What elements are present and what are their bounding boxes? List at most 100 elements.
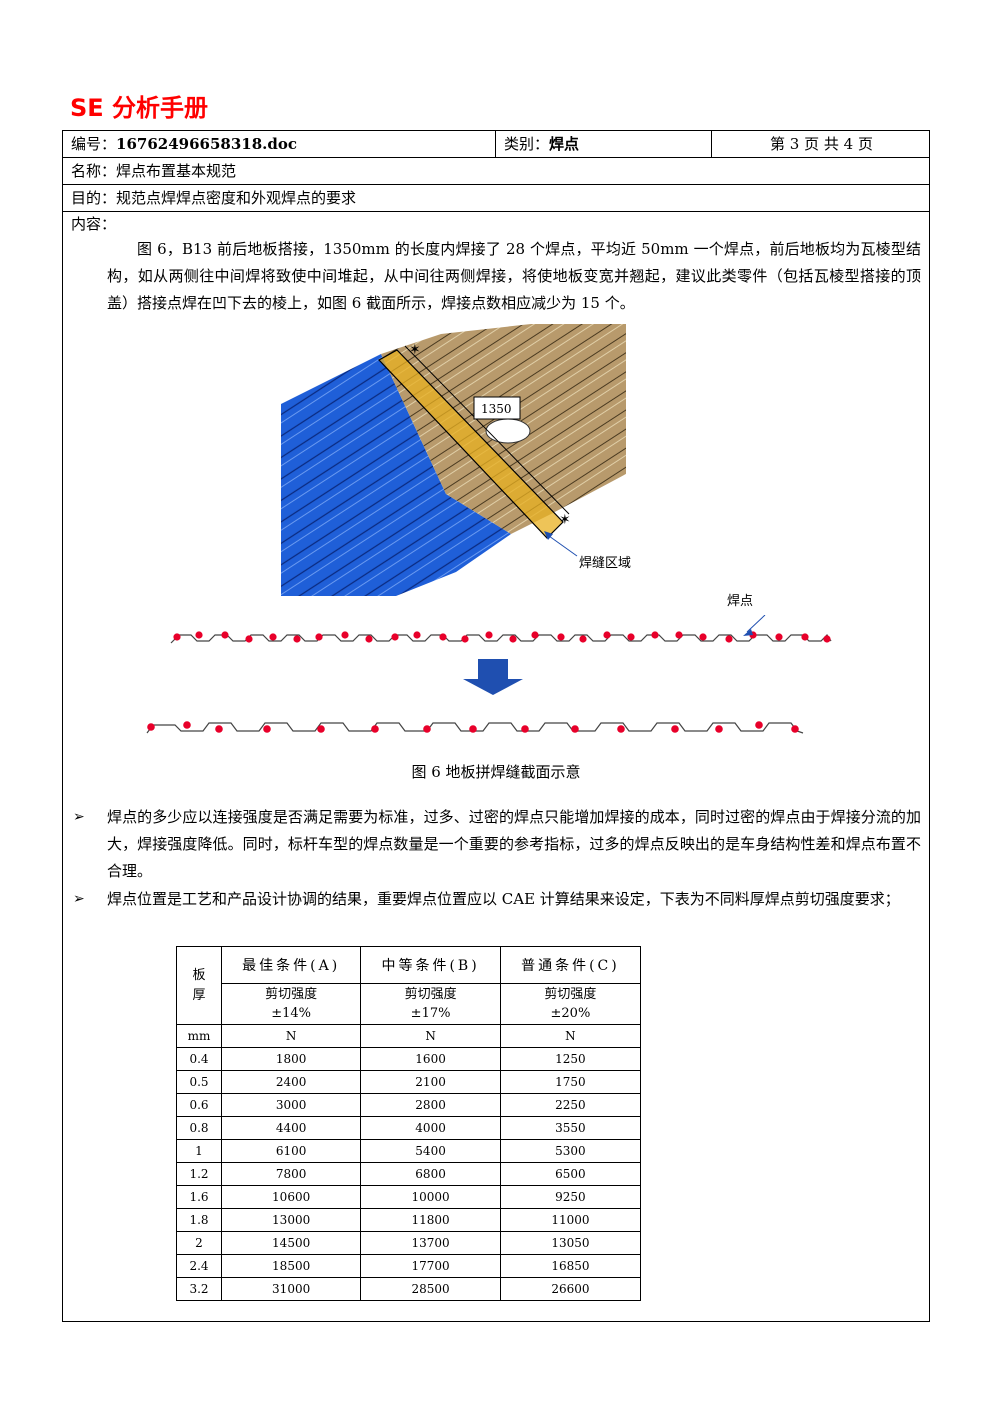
table-cell: 11800 — [360, 1208, 501, 1232]
length-label: 1350 — [481, 402, 512, 416]
table-cell: 0.5 — [176, 1070, 222, 1094]
table-cell: 0.8 — [176, 1116, 222, 1140]
unit-cell: mm — [176, 1024, 222, 1048]
table-cell: 2.4 — [176, 1254, 222, 1278]
table-cell: 13000 — [220, 1208, 362, 1232]
table-cell: 1250 — [499, 1047, 642, 1071]
down-arrow-icon — [463, 659, 523, 695]
code-label: 编号： — [71, 135, 117, 153]
table-cell: 4400 — [220, 1116, 362, 1140]
table-subheader-row: 剪切强度±14% 剪切强度±17% 剪切强度±20% — [177, 983, 642, 1025]
table-cell: 14500 — [220, 1231, 362, 1255]
code-cell: 编号：16762496658318.doc — [63, 131, 496, 157]
content-label: 内容： — [71, 215, 117, 233]
document-frame: 编号：16762496658318.doc 类别：焊点 第 3 页 共 4 页 … — [62, 130, 930, 1322]
table-cell: 5300 — [499, 1139, 642, 1163]
thickness-header: 板厚 — [176, 946, 222, 1025]
reduced-weld-section — [146, 721, 804, 734]
weld-zone-label: 焊缝区域 — [579, 556, 632, 571]
header-row-name: 名称：焊点布置基本规范 — [63, 158, 929, 185]
column-header-b: 中等条件(B) — [360, 946, 501, 984]
unit-cell: N — [499, 1024, 642, 1048]
table-cell: 1750 — [499, 1070, 642, 1094]
name-value: 焊点布置基本规范 — [116, 162, 237, 180]
front-floor-panel — [281, 354, 511, 596]
table-cell: 26600 — [499, 1277, 642, 1301]
table-cell: 5400 — [360, 1139, 501, 1163]
category-label: 类别： — [504, 135, 550, 153]
document-title: SE 分析手册 — [70, 94, 209, 122]
table-cell: 9250 — [499, 1185, 642, 1209]
table-cell: 3.2 — [176, 1277, 222, 1301]
floor-panel-figure: ✶ ✶ 1350 — [281, 324, 626, 596]
column-header-c: 普通条件(C) — [499, 946, 642, 984]
column-sub-c: 剪切强度±20% — [499, 983, 642, 1025]
table-cell: 16850 — [499, 1254, 642, 1278]
table-cell: 1.8 — [176, 1208, 222, 1232]
weld-band — [378, 349, 564, 539]
table-cell: 13050 — [499, 1231, 642, 1255]
table-cell: 0.6 — [176, 1093, 222, 1117]
category-value: 焊点 — [549, 135, 580, 153]
table-cell: 11000 — [499, 1208, 642, 1232]
unit-cell: N — [220, 1024, 362, 1048]
header-row-purpose: 目的：规范点焊焊点密度和外观焊点的要求 — [63, 185, 929, 212]
purpose-value: 规范点焊焊点密度和外观焊点的要求 — [116, 189, 357, 207]
reduced-section-profile — [146, 722, 804, 734]
table-cell: 10600 — [220, 1185, 362, 1209]
table-cell: 1.6 — [176, 1185, 222, 1209]
table-cell: 2400 — [220, 1070, 362, 1094]
category-cell: 类别：焊点 — [496, 131, 712, 157]
bullet-paragraph-1: 焊点的多少应以连接强度是否满足需要为标准，过多、过密的焊点只能增加焊接的成本，同… — [107, 808, 921, 880]
table-header-row: 板厚 最佳条件(A) 中等条件(B) 普通条件(C) — [176, 946, 642, 1025]
table-cell: 4000 — [360, 1116, 501, 1140]
table-cell: 6800 — [360, 1162, 501, 1186]
figure-caption: 图 6 地板拼焊缝截面示意 — [411, 763, 581, 781]
arrow-bullet-icon: ➢ — [73, 809, 85, 825]
table-cell: 1600 — [360, 1047, 501, 1071]
page-info: 第 3 页 共 4 页 — [770, 135, 873, 153]
table-cell: 3550 — [499, 1116, 642, 1140]
table-cell: 7800 — [220, 1162, 362, 1186]
bullet-paragraph-2: 焊点位置是工艺和产品设计协调的结果，重要焊点位置应以 CAE 计算结果来设定，下… — [107, 890, 900, 908]
purpose-label: 目的： — [71, 189, 117, 207]
reduced-weld-dots — [147, 721, 799, 733]
name-cell: 名称：焊点布置基本规范 — [63, 158, 236, 184]
dense-weld-dots — [173, 631, 831, 643]
table-cell: 28500 — [360, 1277, 501, 1301]
code-value: 16762496658318.doc — [116, 135, 297, 153]
table-cell: 2250 — [499, 1093, 642, 1117]
dense-section-profile — [170, 634, 832, 644]
table-cell: 31000 — [220, 1277, 362, 1301]
table-cell: 18500 — [220, 1254, 362, 1278]
column-header-a: 最佳条件(A) — [220, 946, 362, 984]
table-cell: 6100 — [220, 1139, 362, 1163]
purpose-cell: 目的：规范点焊焊点密度和外观焊点的要求 — [63, 185, 356, 211]
table-cell: 0.4 — [176, 1047, 222, 1071]
column-sub-b: 剪切强度±17% — [360, 983, 501, 1025]
floor-hole — [485, 418, 531, 444]
table-unit-row: mm N N N — [176, 1024, 642, 1048]
shear-strength-table: 板厚 最佳条件(A) 中等条件(B) 普通条件(C) 剪切强度±14% 剪切强度… — [176, 946, 642, 1301]
table-cell: 1800 — [220, 1047, 362, 1071]
intro-paragraph: 图 6，B13 前后地板搭接，1350mm 的长度内焊接了 28 个焊点，平均近… — [107, 240, 921, 312]
weld-point-label: 焊点 — [727, 594, 754, 609]
table-cell: 1.2 — [176, 1162, 222, 1186]
dense-weld-section — [170, 615, 832, 644]
table-cell: 6500 — [499, 1162, 642, 1186]
table-cell: 2800 — [360, 1093, 501, 1117]
svg-text:✶: ✶ — [559, 512, 571, 528]
length-label-box — [473, 396, 521, 420]
arrow-bullet-icon: ➢ — [73, 891, 85, 907]
table-cell: 2100 — [360, 1070, 501, 1094]
